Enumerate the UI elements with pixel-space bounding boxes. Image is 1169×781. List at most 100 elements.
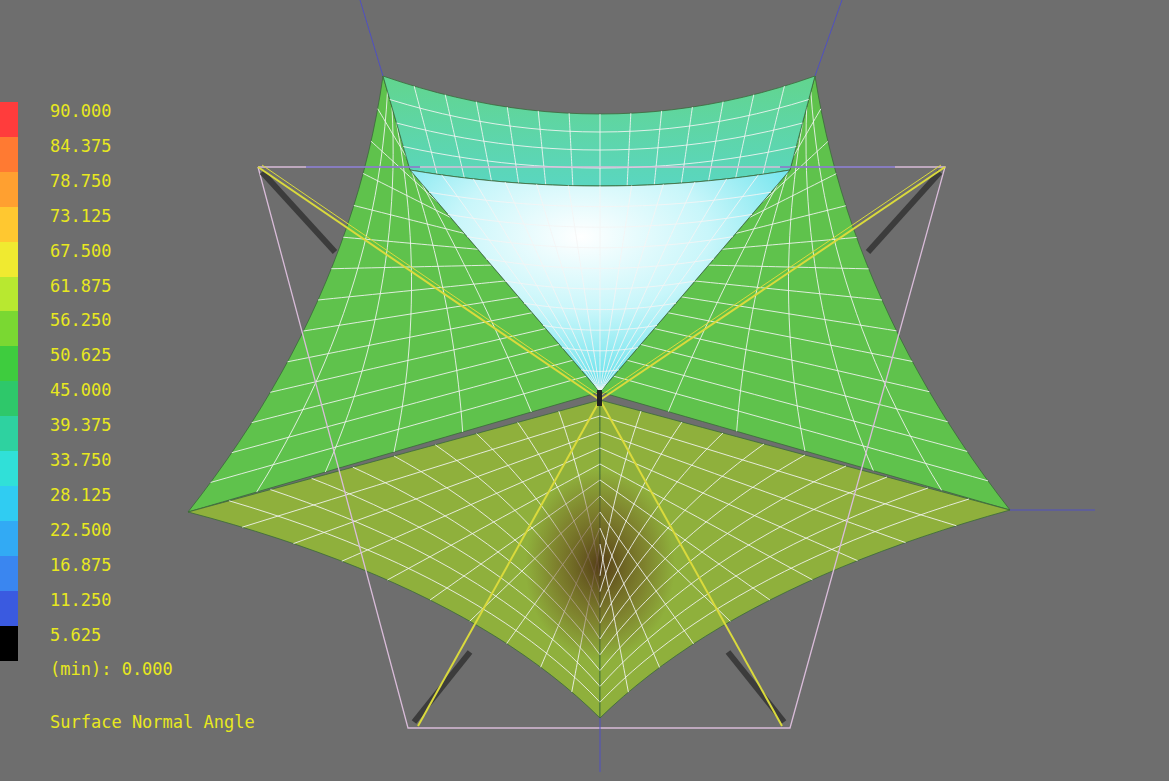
mast-top xyxy=(597,390,602,406)
legend-entry: 56.250 xyxy=(0,311,111,346)
legend-swatch xyxy=(0,556,18,591)
legend-value: 5.625 xyxy=(50,625,101,645)
mesh-line xyxy=(505,281,695,289)
legend-swatch xyxy=(0,172,18,207)
legend-value: 11.250 xyxy=(50,590,111,610)
mesh-line xyxy=(581,370,619,372)
mesh-line xyxy=(641,344,948,421)
mesh-line xyxy=(600,477,887,671)
mesh-line xyxy=(600,432,906,543)
membrane-patches xyxy=(188,76,1010,718)
mesh-line xyxy=(600,444,764,623)
legend-value: 16.875 xyxy=(50,555,111,575)
mesh-line xyxy=(287,313,532,362)
legend-value: 73.125 xyxy=(50,206,111,226)
legend-swatch xyxy=(0,521,18,556)
legend-swatch xyxy=(0,346,18,381)
membrane-panel xyxy=(410,170,790,392)
legend-swatch xyxy=(0,277,18,312)
legend-entry: 67.500 xyxy=(0,242,111,277)
guy-line xyxy=(815,0,842,76)
legend-entry: 33.750 xyxy=(0,451,111,486)
mesh-line xyxy=(668,313,912,362)
mesh-line xyxy=(448,214,752,227)
mesh-line xyxy=(252,344,560,422)
legend-value: 22.500 xyxy=(50,520,111,540)
legend-entry: 50.625 xyxy=(0,346,111,381)
guy-line xyxy=(360,0,383,76)
mesh-line xyxy=(600,422,682,592)
mesh-line xyxy=(600,433,723,607)
frame-line xyxy=(258,167,945,728)
cable xyxy=(258,167,600,400)
mesh-line xyxy=(600,512,694,644)
mesh-line xyxy=(600,480,770,600)
cable xyxy=(600,167,945,400)
mesh-line xyxy=(325,107,393,472)
mesh-line xyxy=(681,297,896,331)
legend-entry: 73.125 xyxy=(0,207,111,242)
strut xyxy=(728,652,784,722)
legend-value: 61.875 xyxy=(50,276,111,296)
mesh-line xyxy=(811,92,942,491)
legend-entry: 78.750 xyxy=(0,172,111,207)
mesh-line xyxy=(390,100,809,133)
legend-entry: 61.875 xyxy=(0,277,111,312)
mesh-line xyxy=(600,499,969,702)
mesh-line xyxy=(600,544,628,692)
legend-swatch xyxy=(0,591,18,626)
guy-line xyxy=(1010,510,1095,511)
membrane-panel xyxy=(383,76,815,186)
shading xyxy=(525,470,675,660)
legend-entry: 45.000 xyxy=(0,381,111,416)
mesh-line xyxy=(543,325,657,330)
mesh-line xyxy=(486,259,714,269)
legend-swatch xyxy=(0,311,18,346)
legend-value: 50.625 xyxy=(50,345,111,365)
legend-swatch xyxy=(0,137,18,172)
legend-entry: 16.875 xyxy=(0,556,111,591)
cable xyxy=(600,400,782,726)
legend-entry: 5.625 xyxy=(0,626,101,661)
legend-entry: 84.375 xyxy=(0,137,111,172)
mesh-line xyxy=(789,123,806,451)
guy-line xyxy=(600,718,601,772)
mesh-line xyxy=(394,123,412,452)
mesh-line xyxy=(695,281,882,300)
mesh-line xyxy=(600,448,858,561)
mesh-line xyxy=(303,297,518,331)
legend-value: 78.750 xyxy=(50,171,111,191)
legend-swatch xyxy=(0,626,18,661)
mesh-line xyxy=(429,192,771,206)
legend-value: 90.000 xyxy=(50,101,111,121)
min-value: (min): 0.000 xyxy=(50,659,173,679)
cable xyxy=(418,400,600,726)
legend-value: 45.000 xyxy=(50,380,111,400)
mesh-line xyxy=(257,92,388,492)
legend-value: 39.375 xyxy=(50,415,111,435)
legend-swatch xyxy=(0,207,18,242)
mesh-line xyxy=(600,528,660,667)
legend-value: 28.125 xyxy=(50,485,111,505)
mesh-line xyxy=(524,303,676,309)
legend-value: 84.375 xyxy=(50,136,111,156)
mesh-line xyxy=(467,237,733,248)
mesh-line xyxy=(562,348,638,351)
mesh-line xyxy=(806,107,873,470)
legend-entry: 22.500 xyxy=(0,521,111,556)
legend-value: 33.750 xyxy=(50,450,111,470)
legend-entry: 39.375 xyxy=(0,416,111,451)
strut xyxy=(414,652,470,722)
guy-line xyxy=(780,167,895,168)
legend-value: 56.250 xyxy=(50,310,111,330)
mesh-line xyxy=(397,123,803,150)
legend-entry: 90.000 xyxy=(0,102,111,137)
legend-title: Surface Normal Angle xyxy=(50,712,255,732)
legend-entry: 11.250 xyxy=(0,591,111,626)
legend-swatch xyxy=(0,242,18,277)
mesh-line xyxy=(318,281,505,300)
legend-swatch xyxy=(0,486,18,521)
guy-line xyxy=(306,167,420,168)
cable xyxy=(262,165,600,396)
